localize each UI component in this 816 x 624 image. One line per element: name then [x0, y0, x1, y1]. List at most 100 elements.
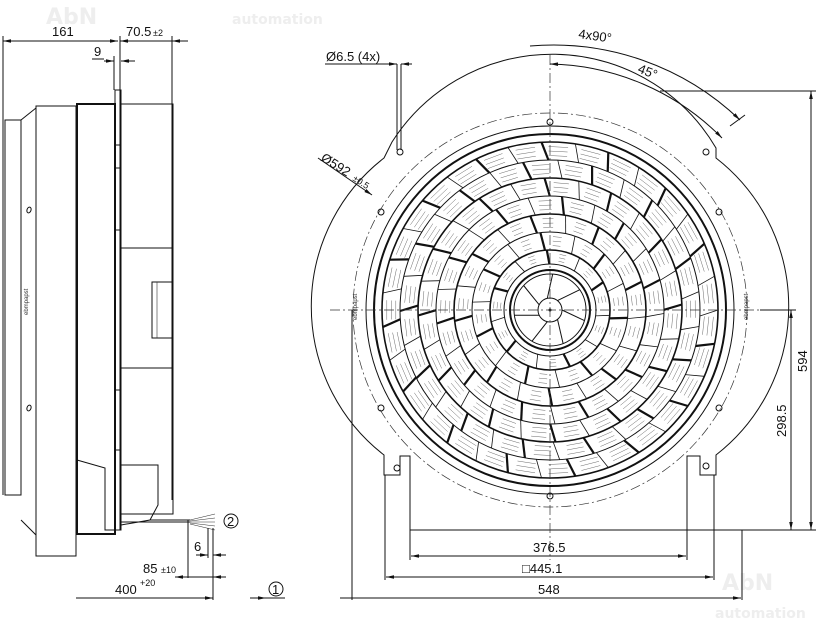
impeller-hatch [564, 174, 581, 178]
impeller-blade [463, 369, 477, 386]
impeller-hatch [636, 228, 646, 240]
impeller-hatch [482, 222, 493, 231]
callout-1: 1 [250, 581, 285, 600]
impeller-hatch [667, 240, 676, 256]
impeller-hatch [503, 438, 520, 444]
dim-hole-diameter: Ø6.5 (4x) [325, 49, 412, 150]
impeller-hatch [596, 422, 611, 429]
impeller-hatch [448, 236, 458, 248]
impeller-hatch [427, 226, 437, 241]
impeller-hatch [664, 405, 677, 421]
impeller-hatch [512, 362, 520, 368]
dim-400-label: 400 [115, 582, 137, 597]
impeller-hatch [656, 395, 668, 410]
impeller-hatch [613, 452, 631, 461]
impeller-hatch [496, 302, 498, 309]
impeller-hatch [436, 262, 442, 277]
impeller-hatch [477, 385, 488, 395]
impeller-hatch [532, 168, 550, 171]
hub-spoke [523, 285, 540, 306]
impeller-hatch [498, 333, 502, 340]
impeller-hatch [489, 246, 497, 254]
impeller-hatch [511, 227, 522, 232]
impeller-blade [507, 147, 519, 164]
impeller-hatch [671, 313, 674, 329]
impeller-hatch [623, 195, 638, 206]
impeller-blade [590, 281, 604, 292]
impeller-blade [607, 283, 624, 293]
impeller-hatch [548, 146, 569, 148]
impeller-blade [468, 229, 485, 241]
impeller-blade [575, 143, 579, 163]
impeller-hatch [473, 406, 486, 415]
impeller-blade [642, 278, 661, 290]
impeller-hatch [529, 258, 536, 262]
impeller-hatch [559, 257, 566, 260]
impeller-hatch [569, 373, 578, 377]
impeller-hatch [641, 174, 658, 188]
impeller-hatch [423, 223, 434, 239]
impeller-hatch [515, 469, 536, 473]
impeller-blade [489, 172, 503, 188]
impeller-blade [648, 422, 666, 433]
impeller-hatch [552, 240, 562, 243]
watermark-logo: AbN [46, 5, 97, 30]
impeller-blade [630, 212, 640, 230]
impeller-blade [606, 407, 622, 423]
impeller-hatch [539, 204, 552, 206]
impeller-hatch [616, 201, 630, 211]
impeller-blade [573, 257, 581, 272]
impeller-hatch [478, 282, 483, 291]
impeller-blade [636, 408, 655, 420]
impeller-hatch [435, 354, 442, 369]
dim-85-tol: ±10 [161, 565, 176, 575]
impeller-hatch [548, 155, 568, 157]
mount-holes [377, 118, 723, 500]
dim-base-width: 376.5 [409, 530, 688, 560]
impeller-hatch [611, 163, 629, 172]
impeller-hatch [596, 355, 603, 362]
impeller-hatch [531, 431, 547, 434]
impeller-blade [627, 316, 646, 319]
impeller-hatch [538, 382, 548, 384]
callout-1-label: 1 [272, 582, 279, 597]
watermark-text: automation [232, 12, 323, 28]
mount-hole-icon [393, 464, 401, 472]
impeller-hatch [468, 180, 485, 190]
impeller-blade [452, 220, 470, 230]
dim-70-5-label: 70.5 [126, 24, 151, 39]
impeller-blade [582, 437, 595, 455]
impeller-hatch [647, 259, 653, 272]
impeller-hatch [504, 399, 517, 405]
impeller-blade [645, 313, 664, 318]
impeller-hatch [471, 184, 487, 193]
impeller-hatch [562, 393, 573, 397]
impeller-blade [624, 280, 643, 291]
impeller-blade [662, 226, 676, 242]
impeller-hatch [558, 261, 565, 263]
impeller-hatch [457, 240, 466, 252]
impeller-hatch [519, 357, 526, 361]
impeller-hatch [428, 380, 438, 396]
impeller-hatch [609, 167, 627, 176]
impeller-hatch [478, 359, 486, 369]
impeller-hatch [617, 356, 624, 366]
impeller-hatch [507, 370, 516, 376]
impeller-hatch [465, 330, 469, 341]
impeller-blade [497, 229, 511, 244]
dim-548-label: 548 [538, 582, 560, 597]
impeller-hatch [417, 390, 429, 406]
impeller-hatch [605, 237, 615, 245]
impeller-hatch [404, 240, 413, 258]
impeller-blade [495, 350, 507, 367]
impeller-blade [611, 426, 627, 440]
impeller-hatch [424, 383, 435, 398]
impeller-hatch [641, 432, 658, 446]
impeller-hatch [688, 267, 694, 285]
impeller-hatch [648, 215, 660, 229]
impeller-hatch [580, 252, 588, 258]
impeller-hatch [476, 402, 488, 412]
impeller-hatch [439, 353, 446, 367]
impeller-hatch [571, 202, 584, 207]
impeller-hatch [527, 255, 535, 259]
